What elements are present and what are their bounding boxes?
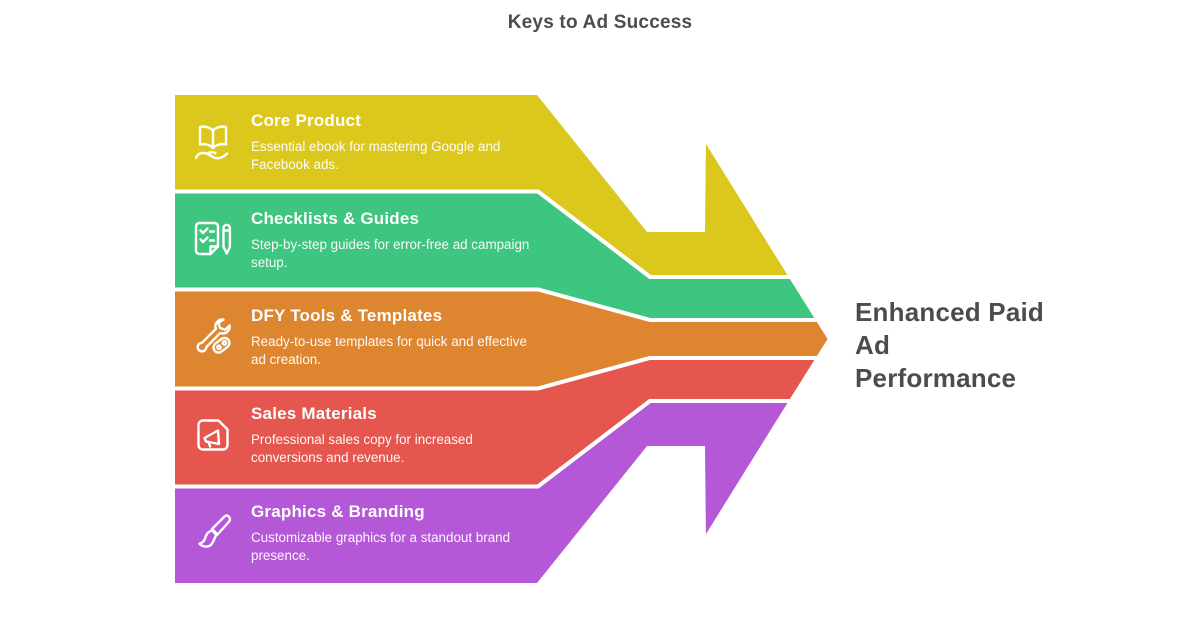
band-shape-graphics-branding bbox=[171, 399, 795, 587]
outcome-label: Enhanced Paid Ad Performance bbox=[855, 297, 1044, 393]
page-title: Keys to Ad Success bbox=[507, 12, 693, 33]
